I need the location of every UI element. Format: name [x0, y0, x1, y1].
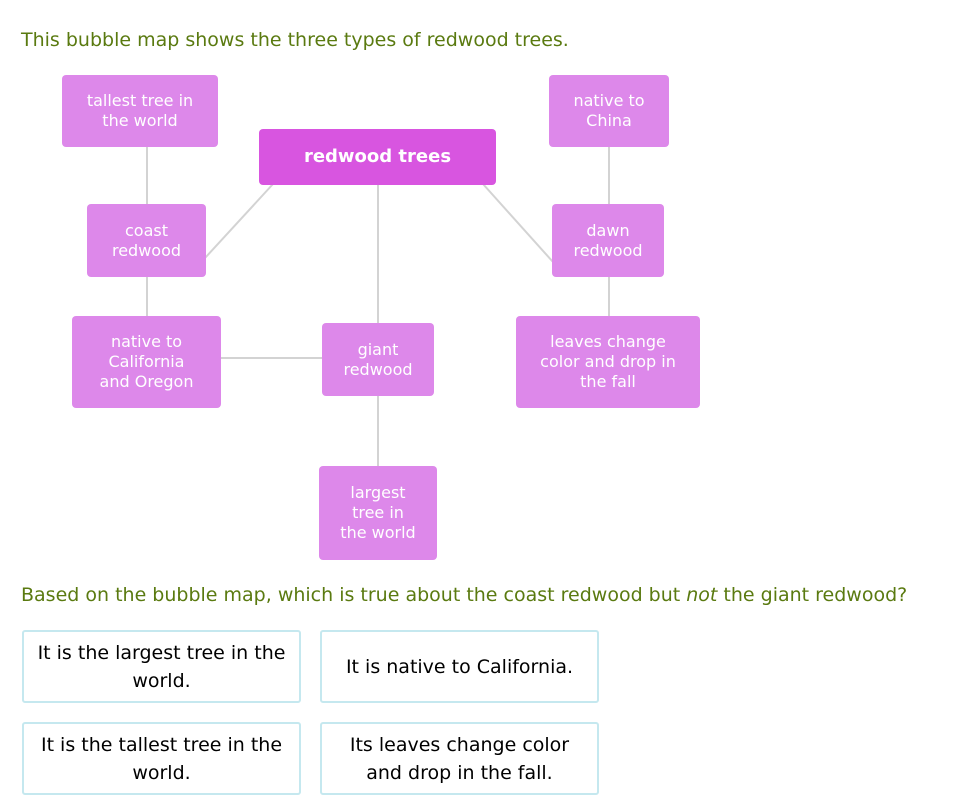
- question-emphasis: not: [686, 584, 718, 606]
- choice-label: It is the largest tree in the world.: [37, 641, 286, 692]
- node-label: native to California and Oregon: [99, 332, 194, 391]
- node-dawn-redwood: dawn redwood: [552, 204, 664, 277]
- node-label: tallest tree in the world: [86, 91, 194, 130]
- node-label: largest tree in the world: [340, 483, 416, 542]
- question-after: the giant redwood?: [717, 584, 908, 606]
- node-native-china: native to China: [549, 75, 669, 147]
- link-center-coast: [204, 183, 274, 259]
- node-redwood-trees: redwood trees: [259, 129, 496, 185]
- node-label: dawn redwood: [573, 220, 643, 260]
- answer-choice-leaves[interactable]: Its leaves change color and drop in the …: [320, 722, 599, 795]
- node-largest-tree: largest tree in the world: [319, 466, 437, 560]
- node-label: coast redwood: [111, 220, 182, 260]
- question-before: Based on the bubble map, which is true a…: [21, 584, 687, 606]
- node-label: giant redwood: [343, 339, 413, 379]
- answer-choice-california[interactable]: It is native to California.: [320, 630, 599, 703]
- node-coast-redwood: coast redwood: [87, 204, 206, 277]
- node-label: redwood trees: [303, 146, 452, 167]
- answer-choice-tallest[interactable]: It is the tallest tree in the world.: [22, 722, 301, 795]
- link-center-dawn: [482, 183, 554, 263]
- node-label: native to China: [573, 91, 645, 130]
- answer-choice-largest[interactable]: It is the largest tree in the world.: [22, 630, 301, 703]
- node-leaves-change: leaves change color and drop in the fall: [516, 316, 700, 408]
- node-label: leaves change color and drop in the fall: [540, 332, 676, 391]
- node-giant-redwood: giant redwood: [322, 323, 434, 396]
- choice-label: Its leaves change color and drop in the …: [349, 733, 570, 784]
- node-tallest-tree: tallest tree in the world: [62, 75, 218, 147]
- connector-lines: [146, 147, 610, 466]
- choice-label: It is native to California.: [345, 655, 574, 678]
- choice-label: It is the tallest tree in the world.: [40, 733, 283, 784]
- intro-text: This bubble map shows the three types of…: [21, 29, 569, 51]
- node-native-california-oregon: native to California and Oregon: [72, 316, 221, 408]
- question-text: Based on the bubble map, which is true a…: [21, 584, 907, 606]
